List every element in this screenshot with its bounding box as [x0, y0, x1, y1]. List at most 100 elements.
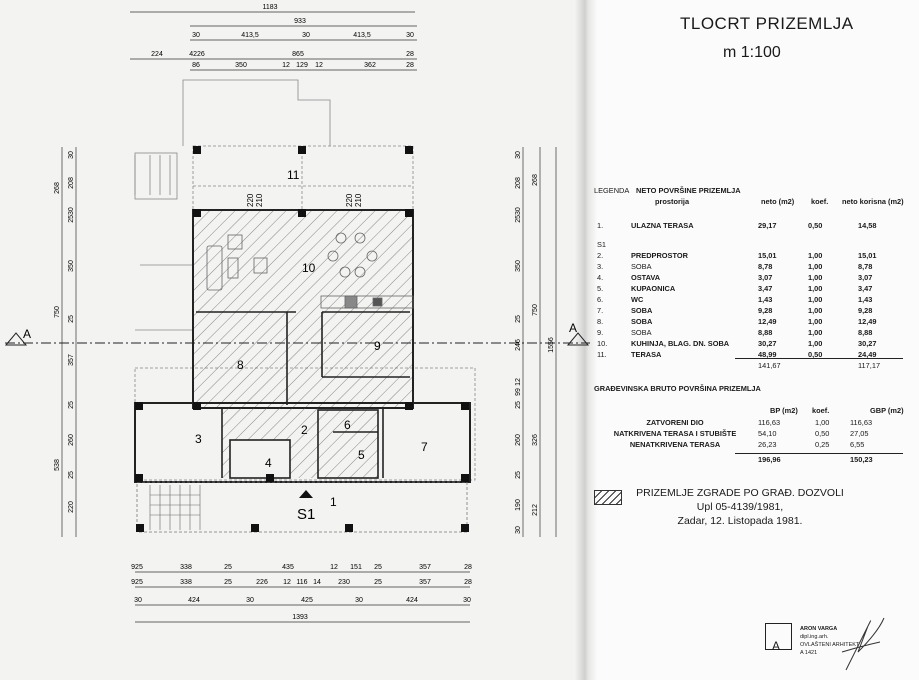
- dimension-label: 230: [338, 579, 350, 586]
- dimension-label: 357: [419, 579, 431, 586]
- sheet-title: TLOCRT PRIZEMLJA: [680, 14, 854, 33]
- column: [136, 524, 144, 532]
- dimension-label: 30: [68, 151, 75, 159]
- useful-value: 12,49: [858, 317, 877, 326]
- dimension-label: 25: [68, 401, 75, 409]
- coef-value: 1,00: [808, 251, 823, 260]
- room-name: PREDPROSTOR: [631, 251, 688, 260]
- coef-value: 1,00: [808, 295, 823, 304]
- room-11: 11: [287, 168, 300, 182]
- hatched-area: [192, 209, 414, 478]
- row-number: 7.: [597, 306, 604, 315]
- furniture: [206, 232, 414, 309]
- dimension-label: 25: [68, 315, 75, 323]
- room-9: 9: [374, 339, 381, 353]
- entrance-label: S1: [297, 506, 315, 523]
- dimension-label: 357: [68, 354, 75, 366]
- room-labels: 1 2 3 4 5 6 7 8 9 10 11 S1: [195, 168, 428, 523]
- column: [461, 524, 469, 532]
- dimension-label: 12: [283, 579, 291, 586]
- column: [345, 524, 353, 532]
- columns: [135, 146, 469, 532]
- room-name: KUHINJA, BLAG. DN. SOBA: [631, 339, 730, 348]
- col-room: prostorija: [655, 197, 690, 206]
- dimension-label: 260: [515, 434, 522, 446]
- note-line-3: Zadar, 12. Listopada 1981.: [677, 515, 803, 527]
- dimension-label: 30: [463, 597, 471, 604]
- row-number: 3.: [597, 262, 604, 271]
- row-number: S1: [597, 240, 607, 249]
- coef-value: 0,50: [808, 221, 823, 230]
- col-net: neto (m2): [761, 197, 795, 206]
- col-useful: neto korisna (m2): [842, 197, 904, 206]
- column: [266, 474, 274, 482]
- dimension-label: 25: [374, 564, 382, 571]
- total-gbp: 150,23: [850, 455, 873, 464]
- useful-value: 24,49: [858, 350, 877, 359]
- dimension-label: 1183: [262, 4, 277, 11]
- dimension-label: 865: [292, 51, 304, 58]
- useful-value: 9,28: [858, 306, 873, 315]
- useful-value: 15,01: [858, 251, 877, 260]
- architect-degree: dipl.ing.arh.: [800, 634, 829, 640]
- dimension-label: 2530: [68, 207, 75, 223]
- dimension-label: 86: [192, 62, 200, 69]
- room-10: 10: [302, 261, 316, 275]
- dimension-label: 12: [515, 378, 522, 386]
- dimension-label: 435: [282, 564, 294, 571]
- room-1: 1: [330, 495, 337, 509]
- room-name: ULAZNA TERASA: [631, 221, 694, 230]
- row-number: 9.: [597, 328, 604, 337]
- dimension-label: 268: [532, 174, 539, 186]
- gross-coef-value: 0,25: [815, 440, 830, 449]
- dimension-label: 25: [515, 401, 522, 409]
- dimension-label: 25: [224, 564, 232, 571]
- dimension-label: 338: [180, 564, 192, 571]
- total-useful: 117,17: [858, 361, 881, 370]
- dimension-label: 4226: [189, 51, 205, 58]
- total-rule: [735, 453, 903, 454]
- dimension-label: 212: [532, 504, 539, 516]
- legend-note: PRIZEMLJE ZGRADE PO GRAĐ. DOZVOLI Upl 05…: [630, 486, 850, 528]
- gross-gbp-value: 27,05: [850, 429, 869, 438]
- dimension-label: 30: [134, 597, 142, 604]
- gross-coef-value: 1,00: [815, 418, 830, 427]
- stairs-icon: [150, 485, 200, 530]
- column: [193, 402, 201, 410]
- note-line-2: Upl 05-4139/1981,: [696, 501, 784, 513]
- column: [298, 209, 306, 217]
- sheet-scale: m 1:100: [723, 44, 781, 61]
- right-page: [597, 0, 919, 680]
- useful-value: 1,43: [858, 295, 873, 304]
- gross-row-name: NATKRIVENA TERASA I STUBIŠTE: [613, 429, 737, 438]
- column: [251, 524, 259, 532]
- room-5: 5: [358, 448, 365, 462]
- door-height: 220: [345, 193, 354, 207]
- room-name: SOBA: [631, 317, 653, 326]
- coef-value: 1,00: [808, 262, 823, 271]
- dimension-label: 208: [68, 177, 75, 189]
- room-name: SOBA: [631, 262, 652, 271]
- net-value: 15,01: [758, 251, 777, 260]
- dimension-label: 226: [256, 579, 268, 586]
- column: [135, 402, 143, 410]
- gross-coef-value: 0,50: [815, 429, 830, 438]
- coef-value: 1,00: [808, 273, 823, 282]
- room-name: WC: [631, 295, 644, 304]
- dimension-label: 28: [406, 62, 414, 69]
- dimension-label: 350: [515, 260, 522, 272]
- column: [461, 402, 469, 410]
- dimension-label: 413,5: [241, 32, 259, 39]
- row-number: 1.: [597, 221, 604, 230]
- door-height: 210: [255, 193, 264, 207]
- dimension-label: 326: [532, 434, 539, 446]
- architect-number: A 1421: [800, 650, 818, 656]
- section-line: A A: [4, 321, 590, 346]
- dimension-label: 28: [406, 51, 414, 58]
- dimension-label: 246: [515, 339, 522, 351]
- dimension-label: 12: [315, 62, 323, 69]
- net-value: 9,28: [758, 306, 773, 315]
- section-label-left: A: [23, 327, 31, 341]
- architect-role: OVLAŠTENI ARHITEKT: [800, 642, 860, 648]
